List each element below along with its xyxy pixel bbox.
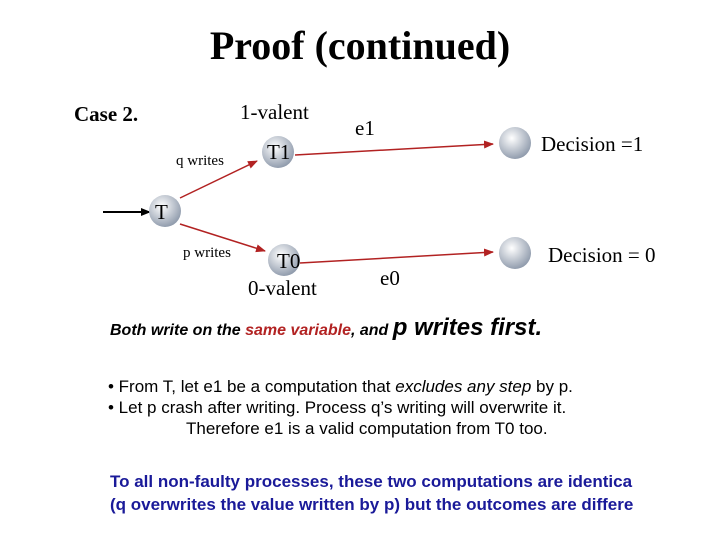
- page-title: Proof (continued): [209, 23, 511, 68]
- statement-part1: Both write on the: [110, 322, 246, 339]
- state-T-label: T: [155, 200, 168, 224]
- node-T1: [262, 136, 294, 168]
- bullet-1: • From T, let e1 be a computation that e…: [108, 376, 573, 397]
- statement-same-variable: same variable: [245, 322, 351, 339]
- statement-p-writes-first: p writes first.: [392, 314, 543, 341]
- label-0-valent: 0-valent: [248, 276, 317, 300]
- conclusion: To all non-faulty processes, these two c…: [110, 470, 633, 516]
- label-1-valent: 1-valent: [240, 100, 309, 124]
- edge-e1: [294, 140, 494, 156]
- state-T0-label: T0: [277, 249, 301, 273]
- node-decision-0: [499, 237, 531, 269]
- edge-e1-label: e1: [355, 116, 375, 140]
- decision-0-label: Decision = 0: [548, 243, 656, 267]
- state-T1-label: T1: [267, 140, 291, 164]
- edge-p-writes-label: p writes: [183, 245, 231, 261]
- case-label: Case 2.: [74, 102, 139, 126]
- conclusion-line-1: To all non-faulty processes, these two c…: [110, 472, 633, 491]
- bullet-1-pre: • From T, let e1 be a computation that: [108, 377, 396, 396]
- bullet-2: • Let p crash after writing. Process q’s…: [108, 398, 567, 417]
- decision-1-label: Decision =1: [541, 132, 644, 156]
- edge-e0-label: e0: [380, 266, 400, 290]
- edge-e0: [299, 248, 494, 264]
- statement-part3: , and: [350, 322, 393, 339]
- bullet-3: Therefore e1 is a valid computation from…: [186, 419, 548, 438]
- node-T0: [268, 244, 300, 276]
- bullet-1-emphasis: excludes any step: [395, 377, 532, 396]
- edge-q-writes: [179, 160, 258, 199]
- edge-q-writes-label: q writes: [176, 153, 224, 169]
- bullet-list: • From T, let e1 be a computation that e…: [108, 376, 573, 439]
- edge-p-writes: [179, 223, 266, 253]
- bullet-1-post: by p.: [531, 377, 573, 396]
- node-T: [149, 195, 181, 227]
- conclusion-line-2: (q overwrites the value written by p) bu…: [110, 495, 634, 514]
- node-decision-1: [499, 127, 531, 159]
- statement-line: Both write on the same variable, and p w…: [110, 314, 542, 342]
